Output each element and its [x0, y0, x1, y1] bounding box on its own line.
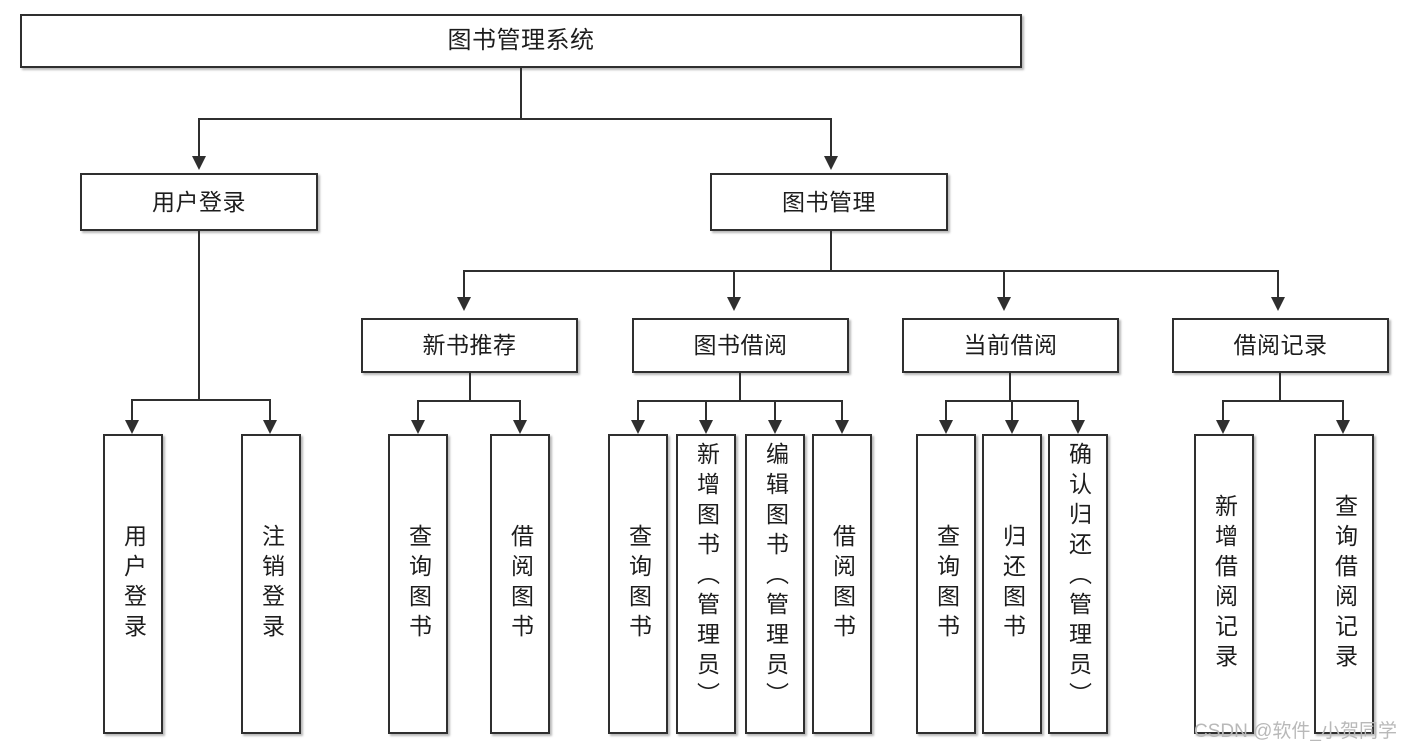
connector-book-borrow-drop-4 [841, 400, 843, 420]
node-borrow-record[interactable]: 借阅记录 [1172, 318, 1389, 373]
connector-to-book-borrow [733, 270, 735, 297]
connector-user-login-stem [198, 231, 200, 399]
node-label: 图书管理系统 [447, 27, 595, 55]
leaf-query-borrow-record[interactable]: 查询借阅记录 [1314, 434, 1374, 734]
connector-new-book-drop-1 [417, 400, 419, 420]
node-label: 新增图书（管理员） [693, 442, 720, 712]
connector-current-borrow-drop-2 [1011, 400, 1013, 420]
connector-current-borrow-drop-1 [945, 400, 947, 420]
connector-book-borrow-bus [637, 400, 843, 402]
connector-book-borrow-drop-3 [774, 400, 776, 420]
node-current-borrow[interactable]: 当前借阅 [902, 318, 1119, 373]
leaf-user-login[interactable]: 用户登录 [103, 434, 163, 734]
arrowhead-book-borrow-leaf-2 [699, 420, 713, 434]
arrowhead-user-login-leaf-1 [125, 420, 139, 434]
node-label: 新增借阅记录 [1211, 494, 1238, 674]
node-book-management[interactable]: 图书管理 [710, 173, 948, 231]
leaf-borrow-book-new[interactable]: 借阅图书 [490, 434, 550, 734]
node-label: 注销登录 [258, 524, 285, 644]
connector-user-login-drop-1 [131, 399, 133, 420]
arrowhead-book-borrow-leaf-3 [768, 420, 782, 434]
connector-current-borrow-stem [1009, 373, 1011, 400]
node-user-login[interactable]: 用户登录 [80, 173, 318, 231]
node-root-book-management-system[interactable]: 图书管理系统 [20, 14, 1022, 68]
arrowhead-to-new-book [457, 297, 471, 311]
arrowhead-book-borrow-leaf-1 [631, 420, 645, 434]
connector-new-book-bus [417, 400, 521, 402]
arrowhead-new-book-leaf-2 [513, 420, 527, 434]
connector-borrow-record-drop-2 [1342, 400, 1344, 420]
node-new-book-recommend[interactable]: 新书推荐 [361, 318, 578, 373]
connector-level2-bus [198, 118, 832, 120]
arrowhead-borrow-record-leaf-2 [1336, 420, 1350, 434]
leaf-add-book-admin[interactable]: 新增图书（管理员） [676, 434, 736, 734]
node-book-borrow[interactable]: 图书借阅 [632, 318, 849, 373]
leaf-borrow-book[interactable]: 借阅图书 [812, 434, 872, 734]
connector-book-borrow-stem [739, 373, 741, 400]
connector-new-book-stem [469, 373, 471, 400]
leaf-confirm-return-admin[interactable]: 确认归还（管理员） [1048, 434, 1108, 734]
connector-to-new-book [463, 270, 465, 297]
node-label: 编辑图书（管理员） [762, 442, 789, 712]
arrowhead-to-book-management [824, 156, 838, 170]
leaf-query-book-current[interactable]: 查询图书 [916, 434, 976, 734]
connector-user-login-drop-2 [269, 399, 271, 420]
node-label: 确认归还（管理员） [1065, 442, 1092, 712]
leaf-edit-book-admin[interactable]: 编辑图书（管理员） [745, 434, 805, 734]
arrowhead-to-current-borrow [997, 297, 1011, 311]
leaf-query-book-borrow[interactable]: 查询图书 [608, 434, 668, 734]
leaf-add-borrow-record[interactable]: 新增借阅记录 [1194, 434, 1254, 734]
node-label: 查询借阅记录 [1331, 494, 1358, 674]
arrowhead-current-borrow-leaf-1 [939, 420, 953, 434]
node-label: 图书管理 [782, 188, 876, 215]
arrowhead-borrow-record-leaf-1 [1216, 420, 1230, 434]
connector-to-current-borrow [1003, 270, 1005, 297]
leaf-query-book-new[interactable]: 查询图书 [388, 434, 448, 734]
arrowhead-current-borrow-leaf-3 [1071, 420, 1085, 434]
node-label: 借阅图书 [507, 524, 534, 644]
csdn-watermark: CSDN @软件_小贺同学 [1194, 721, 1397, 742]
node-label: 图书借阅 [693, 332, 788, 359]
node-label: 归还图书 [999, 524, 1026, 644]
leaf-logout[interactable]: 注销登录 [241, 434, 301, 734]
connector-root-stem [520, 68, 522, 118]
arrowhead-book-borrow-leaf-4 [835, 420, 849, 434]
node-label: 查询图书 [933, 524, 960, 644]
connector-to-user-login [198, 118, 200, 156]
arrowhead-new-book-leaf-1 [411, 420, 425, 434]
connector-borrow-record-bus [1222, 400, 1342, 402]
connector-to-book-management [830, 118, 832, 156]
connector-current-borrow-drop-3 [1077, 400, 1079, 420]
connector-to-borrow-record [1277, 270, 1279, 297]
leaf-return-book[interactable]: 归还图书 [982, 434, 1042, 734]
arrowhead-to-user-login [192, 156, 206, 170]
connector-level3-bus [463, 270, 1279, 272]
connector-user-login-bus [131, 399, 269, 401]
node-label: 用户登录 [120, 524, 147, 644]
connector-book-borrow-drop-2 [705, 400, 707, 420]
arrowhead-current-borrow-leaf-2 [1005, 420, 1019, 434]
connector-borrow-record-stem [1279, 373, 1281, 400]
node-label: 查询图书 [625, 524, 652, 644]
connector-book-management-stem [830, 231, 832, 270]
node-label: 新书推荐 [422, 332, 517, 359]
connector-borrow-record-drop-1 [1222, 400, 1224, 420]
arrowhead-user-login-leaf-2 [263, 420, 277, 434]
node-label: 借阅图书 [829, 524, 856, 644]
node-label: 当前借阅 [963, 332, 1058, 359]
arrowhead-to-borrow-record [1271, 297, 1285, 311]
node-label: 借阅记录 [1233, 332, 1328, 359]
arrowhead-to-book-borrow [727, 297, 741, 311]
connector-book-borrow-drop-1 [637, 400, 639, 420]
node-label: 查询图书 [405, 524, 432, 644]
connector-new-book-drop-2 [519, 400, 521, 420]
node-label: 用户登录 [152, 188, 246, 215]
